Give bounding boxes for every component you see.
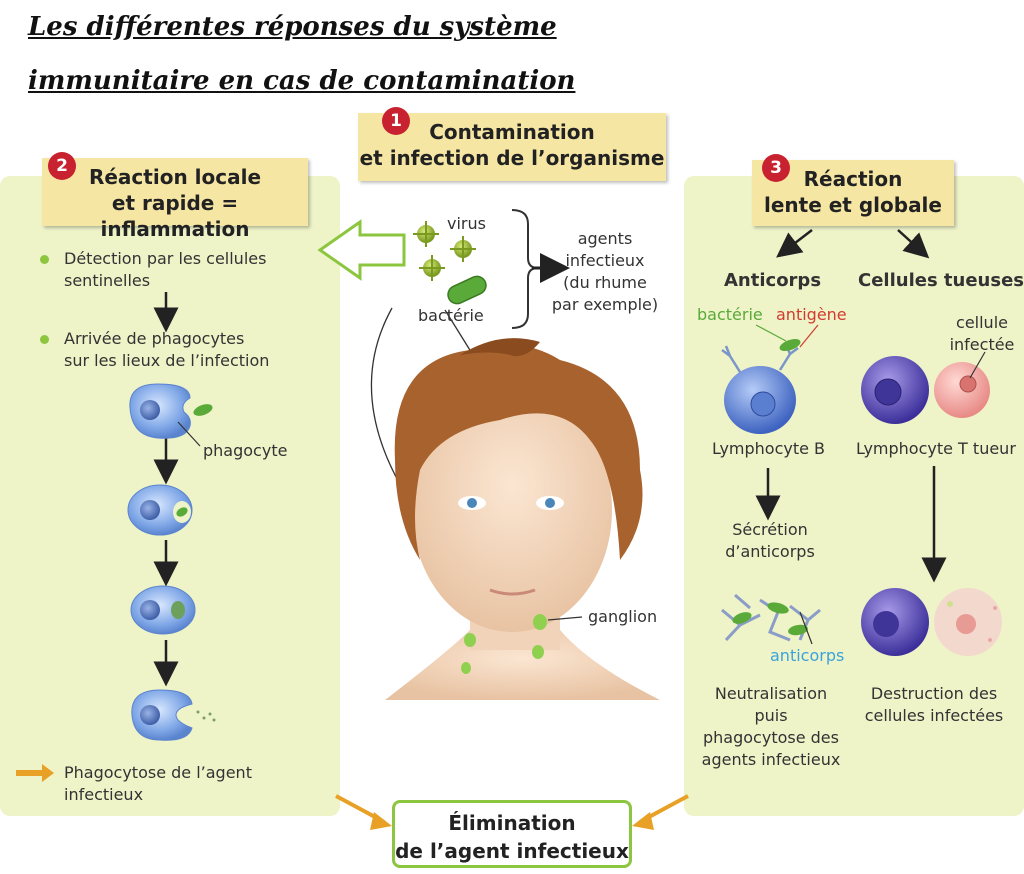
lymphocyte-b-icon (721, 338, 801, 434)
step2-number-badge: 2 (48, 152, 76, 180)
lymphocyte-t-icon (861, 356, 929, 424)
infected-cell-line-1: cellule (956, 313, 1008, 332)
step1-number-badge: 1 (382, 107, 410, 135)
bacteria-label-right: bactérie (697, 305, 763, 324)
title-line-1: Les différentes réponses du système (28, 12, 557, 42)
person-illustration (385, 338, 660, 700)
secretion-line-1: Sécrétion (732, 520, 808, 539)
bullet-dot (40, 255, 49, 264)
step2-line-1: Réaction locale (88, 165, 262, 189)
secretion-line-2: d’anticorps (725, 542, 815, 561)
bullet-detection-line-2: sentinelles (64, 271, 151, 290)
step2-label: 2 Réaction locale et rapide = inflammati… (42, 152, 308, 241)
agents-line-4: par exemple) (551, 295, 659, 314)
agents-line-2: infectieux (565, 251, 645, 270)
agents-line-3: (du rhume (563, 273, 647, 292)
lymphocyte-b-label: Lymphocyte B (712, 439, 826, 458)
result-line-2: de l’agent infectieux (395, 839, 629, 863)
agents-line-1: agents (577, 229, 633, 248)
infected-cell-icon (934, 362, 990, 418)
neutralisation-line-3: phagocytose des (703, 728, 839, 747)
result-box: Élimination de l’agent infectieux (392, 800, 632, 868)
orange-arrow-icon (16, 764, 54, 782)
secretion-label: Sécrétion d’anticorps (700, 519, 840, 563)
legend-line-1: Phagocytose de l’agent (64, 763, 252, 782)
bacteria-label: bactérie (418, 306, 484, 325)
phagocyte-stage-1 (129, 383, 213, 439)
phagocyte-stage-3 (130, 585, 196, 635)
title-line-2: immunitaire en cas de contamination (28, 66, 576, 96)
ganglion-label: ganglion (588, 607, 658, 626)
virus-label: virus (447, 214, 486, 233)
phagocyte-label: phagocyte (203, 441, 288, 460)
bullet-arrival-line-2: sur les lieux de l’infection (64, 351, 270, 370)
destruction-label: Destruction des cellules infectées (856, 683, 1012, 727)
step1-line-1: Contamination (429, 120, 595, 144)
infected-cell-label: cellule infectée (940, 312, 1024, 356)
bullet-arrival-line-1: Arrivée de phagocytes (64, 329, 245, 348)
destroyed-cell-icon (861, 588, 1002, 656)
killer-cells-header: Cellules tueuses (858, 270, 1024, 291)
bullet-arrival: Arrivée de phagocytes sur les lieux de l… (64, 328, 324, 372)
bullet-detection-line-1: Détection par les cellules (64, 249, 267, 268)
right-panel (684, 176, 1024, 816)
page-title: Les différentes réponses du système immu… (28, 0, 728, 108)
lymphocyte-t-label: Lymphocyte T tueur (856, 439, 1016, 458)
step2-line-2: et rapide = inflammation (100, 191, 250, 241)
neutralisation-label: Neutralisation puis phagocytose des agen… (696, 683, 846, 771)
result-line-1: Élimination (448, 811, 576, 835)
phagocyte-stage-4 (131, 689, 216, 741)
legend-line-2: infectieux (64, 785, 144, 804)
destruction-line-2: cellules infectées (864, 706, 1004, 725)
neutralisation-line-2: puis (754, 706, 788, 725)
antibodies-header: Anticorps (724, 270, 822, 291)
step3-line-1: Réaction (803, 167, 903, 191)
bullet-detection: Détection par les cellules sentinelles (64, 248, 324, 292)
step3-line-2: lente et globale (764, 193, 942, 217)
phagocyte-stage-2 (127, 484, 193, 536)
legend-phagocytose: Phagocytose de l’agent infectieux (64, 762, 324, 806)
infected-cell-line-2: infectée (949, 335, 1015, 354)
neutralisation-line-1: Neutralisation (714, 684, 828, 703)
step3-number-badge: 3 (762, 154, 790, 182)
virus-icon (413, 221, 476, 281)
bacteria-icon (447, 275, 487, 305)
agents-label: agents infectieux (du rhume par exemple) (550, 228, 660, 316)
step1-line-2: et infection de l’organisme (359, 146, 665, 170)
step1-label: 1 Contamination et infection de l’organi… (358, 107, 666, 181)
destruction-line-1: Destruction des (870, 684, 998, 703)
bullet-dot (40, 335, 49, 344)
step3-label: 3 Réaction lente et globale (752, 154, 954, 226)
antibodies-label: anticorps (770, 646, 845, 665)
hollow-arrow-icon (317, 219, 406, 281)
ganglion-icon (461, 614, 547, 674)
neutralisation-line-4: agents infectieux (701, 750, 841, 769)
antigen-label: antigène (776, 305, 847, 324)
